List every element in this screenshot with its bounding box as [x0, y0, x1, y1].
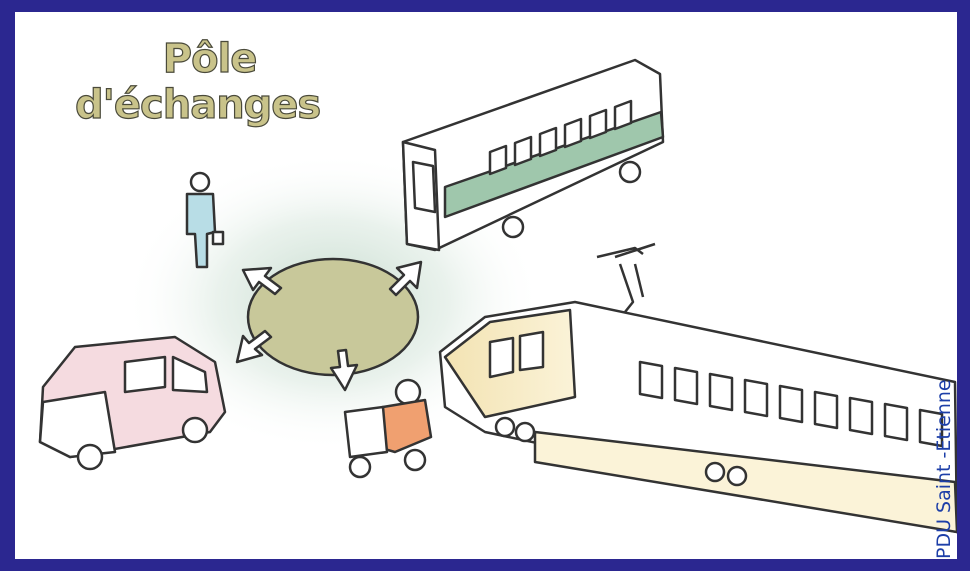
bus-icon — [403, 60, 663, 250]
car-icon — [40, 337, 225, 469]
illustration-canvas: Pôle d'échanges PDU Saint -Etienne — [15, 12, 957, 559]
image-credit: PDU Saint -Etienne — [933, 379, 955, 559]
title-line-1: Pôle — [75, 36, 320, 82]
page-title: Pôle d'échanges — [75, 36, 320, 128]
title-line-2: d'échanges — [75, 82, 320, 128]
